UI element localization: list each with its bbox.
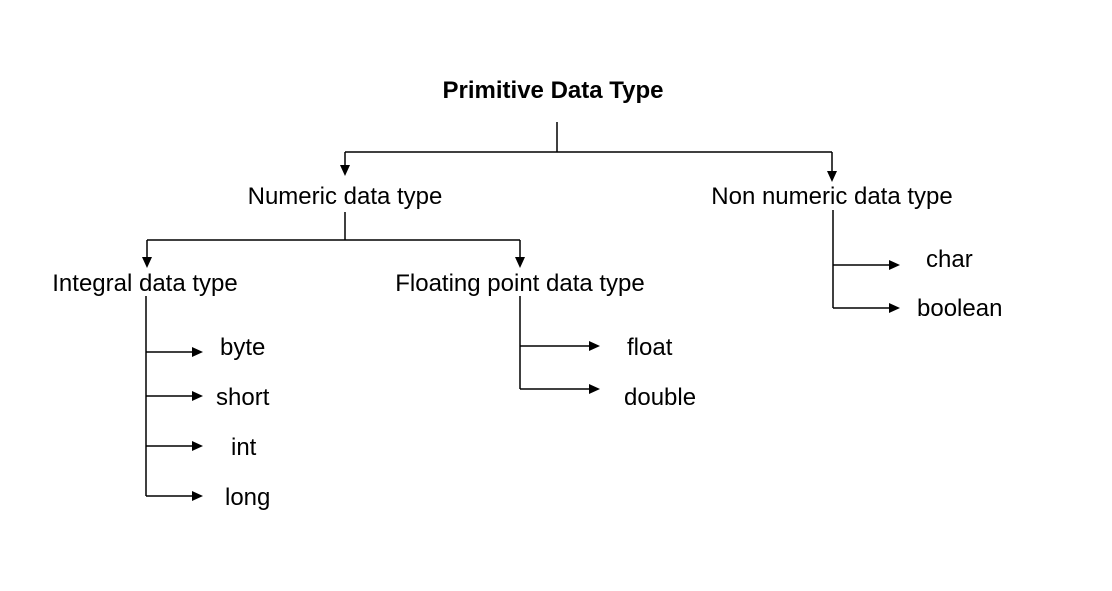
arrow-to-char bbox=[889, 260, 900, 270]
arrow-to-int bbox=[192, 441, 203, 451]
connectors bbox=[142, 122, 900, 501]
arrow-to-short bbox=[192, 391, 203, 401]
integral-node-label: Integral data type bbox=[52, 270, 237, 297]
arrow-to-double bbox=[589, 384, 600, 394]
arrow-to-non-numeric bbox=[827, 171, 837, 182]
arrow-to-floating bbox=[515, 257, 525, 268]
leaf-int: int bbox=[231, 434, 257, 461]
arrow-to-integral bbox=[142, 257, 152, 268]
node-labels: Primitive Data Type Numeric data type No… bbox=[52, 77, 1002, 511]
floating-node-label: Floating point data type bbox=[395, 270, 645, 297]
leaf-char: char bbox=[926, 246, 973, 273]
arrow-to-numeric bbox=[340, 165, 350, 176]
arrow-to-boolean bbox=[889, 303, 900, 313]
leaf-boolean: boolean bbox=[917, 295, 1002, 322]
leaf-short: short bbox=[216, 384, 270, 411]
non-numeric-node-label: Non numeric data type bbox=[711, 183, 952, 210]
root-node-label: Primitive Data Type bbox=[443, 77, 664, 104]
arrow-to-byte bbox=[192, 347, 203, 357]
leaf-long: long bbox=[225, 484, 270, 511]
arrow-to-float bbox=[589, 341, 600, 351]
leaf-float: float bbox=[627, 334, 673, 361]
leaf-byte: byte bbox=[220, 334, 265, 361]
leaf-double: double bbox=[624, 384, 696, 411]
arrow-to-long bbox=[192, 491, 203, 501]
numeric-node-label: Numeric data type bbox=[248, 183, 443, 210]
